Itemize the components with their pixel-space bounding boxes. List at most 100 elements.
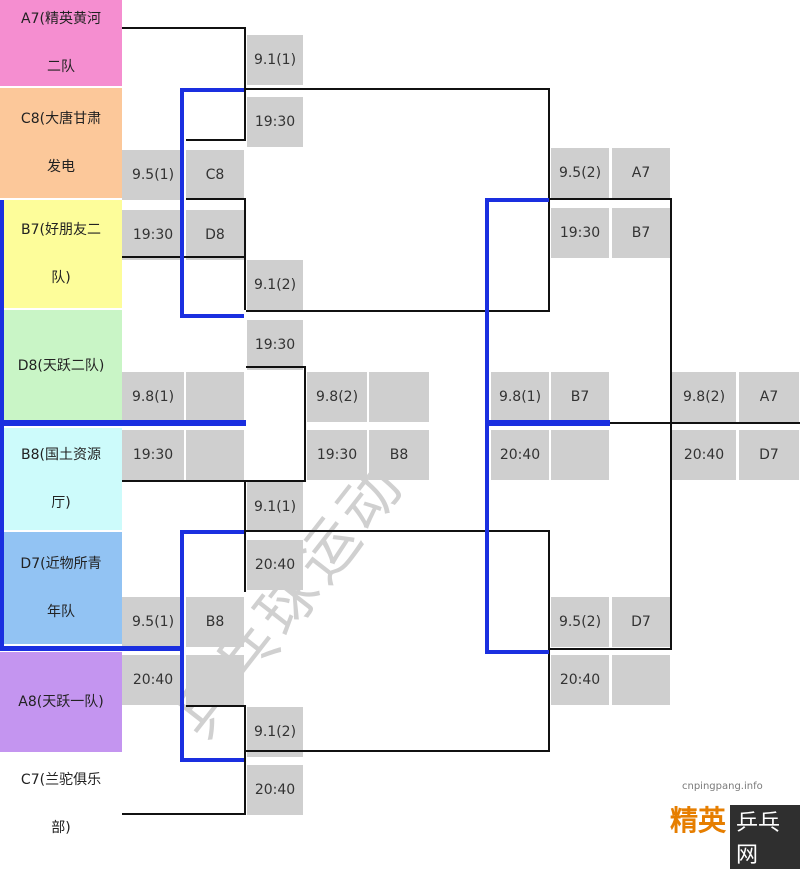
logo-text-2: 乒乓网 (730, 805, 800, 869)
cross-upper-label: 9.5(1) (122, 150, 184, 200)
highlight-path (485, 650, 549, 654)
team-c7: C7(兰驼俱乐部) (0, 760, 122, 847)
right-upper-a: A7 (612, 148, 670, 198)
mid-d8-blank (186, 372, 244, 422)
bracket-line (550, 648, 672, 650)
bracket-line (244, 480, 246, 592)
highlight-path (485, 198, 549, 202)
team-label-line1: B7(好朋友二 (21, 222, 101, 238)
bracket-line (610, 422, 800, 424)
highlight-path (180, 314, 244, 318)
site-logo: cnpingpang.info 精英 乒乓网 (640, 775, 800, 869)
team-label-line1: D8(天跃二队) (17, 358, 105, 374)
cross-upper-winner: C8 (186, 150, 244, 200)
cross-upper-time: 19:30 (122, 210, 184, 260)
bracket-line (186, 139, 246, 141)
highlight-path (180, 530, 244, 534)
semi-winner: B7 (551, 372, 609, 422)
mid-b8-time: 19:30 (307, 430, 367, 480)
team-label-line2: 队) (51, 270, 71, 286)
mid-d8-label: 9.8(1) (122, 372, 184, 422)
semi-blank (551, 430, 609, 480)
bracket-line (244, 27, 246, 139)
r1-match3-label: 9.1(1) (247, 482, 303, 532)
bracket-line (122, 256, 246, 258)
r1-match3-time: 20:40 (247, 540, 303, 590)
bracket-line (670, 198, 672, 650)
right-lower-time: 20:40 (551, 655, 609, 705)
team-label-line2: 年队 (47, 604, 75, 620)
bracket-line (122, 27, 246, 29)
team-d7: D7(近物所青年队 (0, 532, 122, 644)
bracket-line (186, 705, 246, 707)
bracket-line (304, 366, 306, 482)
highlight-path (0, 420, 246, 426)
highlight-path (180, 758, 244, 762)
team-c8: C8(大唐甘肃发电 (0, 88, 122, 198)
team-label-line1: C7(兰驼俱乐 (20, 771, 102, 788)
right-lower-blank (612, 655, 670, 705)
mid-d8-time: 19:30 (122, 430, 184, 480)
team-label-line2: 二队 (46, 59, 75, 75)
cross-lower-blank (186, 655, 244, 705)
team-label-line2: 发电 (47, 159, 75, 175)
team-label-line1: C8(大唐甘肃 (20, 111, 102, 127)
right-upper-b: B7 (612, 208, 670, 258)
bracket-line (548, 88, 550, 200)
final-label: 9.8(2) (672, 372, 736, 422)
bracket-line (246, 366, 306, 368)
logo-text-1: 精英 (670, 804, 727, 837)
bracket-line (246, 750, 550, 752)
right-upper-time: 19:30 (551, 208, 609, 258)
bracket-line (246, 310, 550, 312)
team-label-line1: A7(精英黄河 (21, 11, 101, 27)
bracket-line (548, 200, 550, 312)
r1-match4-label: 9.1(2) (247, 707, 303, 757)
team-b8: B8(国土资源厅) (0, 428, 122, 530)
cross-lower-label: 9.5(1) (122, 597, 184, 647)
mid-d8-blank2 (186, 430, 244, 480)
r1-match4-time: 20:40 (247, 765, 303, 815)
bracket-line (244, 705, 246, 815)
bracket-line (550, 198, 672, 200)
cross-upper-loser: D8 (186, 210, 244, 260)
r1-match2-label: 9.1(2) (247, 260, 303, 310)
semi-label: 9.8(1) (491, 372, 549, 422)
bracket-line (122, 480, 246, 482)
right-lower-a: D7 (612, 597, 670, 647)
r1-match2-time: 19:30 (247, 320, 303, 370)
team-a7: A7(精英黄河二队 (0, 0, 122, 86)
logo-url: cnpingpang.info (682, 781, 763, 792)
final-time: 20:40 (672, 430, 736, 480)
r1-match1-label: 9.1(1) (247, 35, 303, 85)
team-label-line2: 厅) (51, 495, 71, 511)
highlight-path (180, 88, 184, 318)
highlight-path (180, 530, 184, 762)
team-label-line2: 部) (51, 819, 71, 836)
team-a8: A8(天跃一队) (0, 652, 122, 752)
bracket-line (246, 530, 550, 532)
bracket-line (246, 88, 550, 90)
highlight-path (0, 646, 180, 651)
mid-b8-winner: B8 (369, 430, 429, 480)
cross-lower-winner: B8 (186, 597, 244, 647)
team-d8: D8(天跃二队) (0, 310, 122, 422)
highlight-path (485, 420, 610, 426)
mid-b8-blank (369, 372, 429, 422)
bracket-line (242, 480, 306, 482)
bracket-line (186, 198, 246, 200)
team-label-line1: B8(国土资源 (21, 447, 101, 463)
team-b7: B7(好朋友二队) (0, 200, 122, 308)
right-lower-label: 9.5(2) (551, 597, 609, 647)
bracket-line (548, 530, 550, 750)
final-b: D7 (739, 430, 799, 480)
highlight-path (485, 198, 489, 654)
bracket-line (122, 813, 246, 815)
r1-match1-time: 19:30 (247, 97, 303, 147)
final-a: A7 (739, 372, 799, 422)
cross-lower-time: 20:40 (122, 655, 184, 705)
team-label-line1: A8(天跃一队) (18, 694, 104, 710)
bracket-line (244, 198, 246, 310)
semi-time: 20:40 (491, 430, 549, 480)
